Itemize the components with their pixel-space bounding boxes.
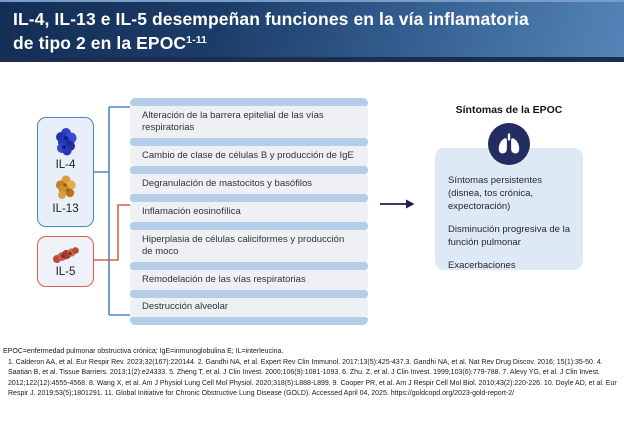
pathway-divider xyxy=(130,166,368,174)
symptom-lung-function: Disminución progresiva de la función pul… xyxy=(448,224,570,248)
pathway-divider xyxy=(130,138,368,146)
symptom-exacerbations: Exacerbaciones xyxy=(448,260,516,271)
pathway-item-epithelial-barrier: Alteración de la barrera epitelial de la… xyxy=(130,106,368,138)
il5-molecule-icon xyxy=(52,246,79,263)
il5-group-box: IL-5 xyxy=(37,236,94,287)
footnote: EPOC=enfermedad pulmonar obstructiva cró… xyxy=(3,347,621,400)
header-banner: IL-4, IL-13 e IL-5 desempeñan funciones … xyxy=(0,0,624,57)
slide-title: IL-4, IL-13 e IL-5 desempeñan funciones … xyxy=(0,2,624,54)
pathway-item-eosinophilic-inflammation: Inflamación eosinofílica xyxy=(130,202,368,222)
pathway-cap-top xyxy=(130,98,368,106)
title-line1: IL-4, IL-13 e IL-5 desempeñan funciones … xyxy=(13,9,529,29)
pathway-divider xyxy=(130,222,368,230)
header-underline xyxy=(0,57,624,62)
lungs-badge xyxy=(488,123,530,165)
pathway-item-goblet-hyperplasia: Hiperplasia de células caliciformes y pr… xyxy=(130,230,368,262)
il5-label: IL-5 xyxy=(55,265,76,278)
lungs-icon xyxy=(498,133,520,154)
pathway-item-class-switch: Cambio de clase de células B y producció… xyxy=(130,146,368,166)
symptom-persistent: Síntomas persistentes (disnea, tos cróni… xyxy=(448,175,542,212)
blue-bracket-line xyxy=(94,106,130,316)
pathway-divider xyxy=(130,290,368,298)
il4-il13-group-box: IL-4 IL-13 xyxy=(37,117,94,227)
pathway-divider xyxy=(130,194,368,202)
pathway-effects-list: Alteración de la barrera epitelial de la… xyxy=(130,98,368,325)
il13-label: IL-13 xyxy=(52,203,79,215)
pathway-item-degranulation: Degranulación de mastocitos y basófilos xyxy=(130,174,368,194)
title-superscript: 1-11 xyxy=(186,34,207,46)
title-line2: de tipo 2 en la EPOC xyxy=(13,33,187,53)
abbreviations-line: EPOC=enfermedad pulmonar obstructiva cró… xyxy=(3,348,284,355)
il13-molecule-icon xyxy=(55,175,76,199)
pathway-cap-bottom xyxy=(130,317,368,325)
symptoms-title: Síntomas de la EPOC xyxy=(455,104,563,116)
right-arrow-icon xyxy=(380,199,415,209)
il4-label: IL-4 xyxy=(55,159,76,171)
red-elbow-line xyxy=(94,204,130,261)
references-text: 1. Calderon AA, et al. Eur Respir Rev. 2… xyxy=(8,358,617,398)
pathway-divider xyxy=(130,262,368,270)
il4-molecule-icon xyxy=(55,128,76,156)
pathway-item-alveolar-destruction: Destrucción alveolar xyxy=(130,298,368,317)
pathway-item-airway-remodeling: Remodelación de las vías respiratorias xyxy=(130,270,368,290)
symptoms-box: Síntomas persistentes (disnea, tos cróni… xyxy=(435,148,583,271)
